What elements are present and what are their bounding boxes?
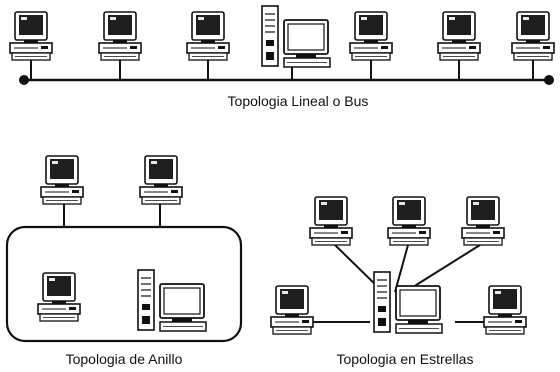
desktop-computer-icon xyxy=(270,285,314,335)
bus-topology-caption: Topologia Lineal o Bus xyxy=(228,93,369,109)
desktop-computer-icon xyxy=(349,11,393,61)
desktop-computer-icon xyxy=(511,11,555,61)
desktop-computer-icon xyxy=(461,196,505,246)
star-spoke-cable xyxy=(404,244,481,293)
desktop-computer-icon xyxy=(483,285,527,335)
desktop-computer-icon xyxy=(437,11,481,61)
desktop-computer-icon xyxy=(37,272,81,322)
star-topology: Topologia en Estrellas xyxy=(270,196,527,367)
desktop-computer-icon xyxy=(387,196,431,246)
desktop-computer-icon xyxy=(186,11,230,61)
desktop-computer-icon xyxy=(98,11,142,61)
bus-topology: Topologia Lineal o Bus xyxy=(9,5,555,109)
star-spoke-cable xyxy=(394,244,409,293)
bus-terminator-right xyxy=(544,75,554,85)
ring-topology-caption: Topologia de Anillo xyxy=(66,351,183,367)
tower-server-icon xyxy=(261,5,331,68)
desktop-computer-icon xyxy=(40,155,84,205)
desktop-computer-icon xyxy=(139,155,183,205)
tower-server-icon xyxy=(373,271,443,334)
star-topology-caption: Topologia en Estrellas xyxy=(337,351,474,367)
bus-terminator-left xyxy=(19,75,29,85)
desktop-computer-icon xyxy=(309,196,353,246)
desktop-computer-icon xyxy=(9,11,53,61)
ring-cable-loop xyxy=(5,225,243,343)
ring-topology: Topologia de Anillo xyxy=(5,155,243,367)
tower-server-icon xyxy=(137,269,207,332)
